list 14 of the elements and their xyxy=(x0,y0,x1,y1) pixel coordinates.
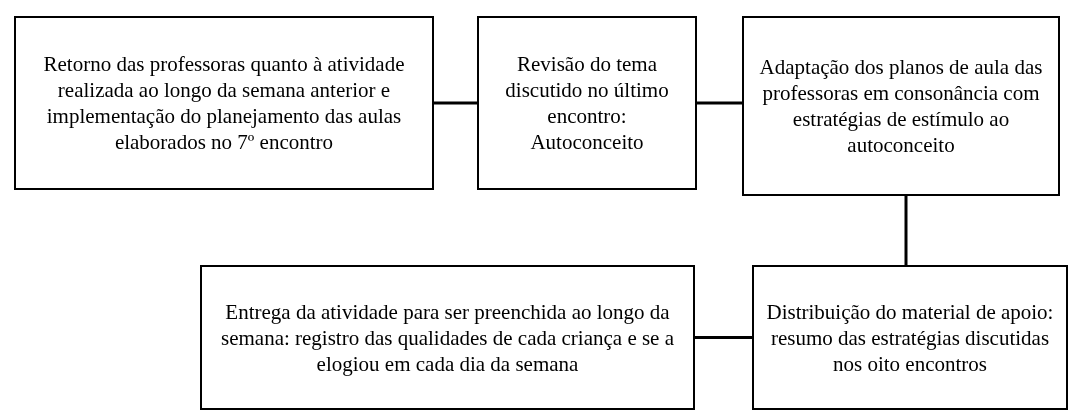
process-box xyxy=(742,16,1060,196)
box-text: Entrega da atividade para ser preenchida ao longo da semana: registro das qualidades de cada criança e se a elogiou em cada dia da semana xyxy=(220,298,675,377)
box-text: Retorno das professoras quanto à atividade realizada ao longo da semana anterior e implementação do planejamento das aulas elaborados no 7º encontro xyxy=(42,51,406,155)
connector-line xyxy=(695,336,752,339)
process-box xyxy=(200,265,695,410)
box-text: Distribuição do material de apoio: resumo das estratégias discutidas nos oito encontros xyxy=(765,298,1055,377)
connector-line xyxy=(697,101,742,105)
box-text: Adaptação dos planos de aula das professoras em consonância com estratégias de estímulo ao autoconceito xyxy=(758,54,1044,158)
process-box xyxy=(14,16,434,190)
process-box xyxy=(477,16,697,190)
connector-line xyxy=(904,196,908,265)
box-text: Revisão do tema discutido no último encontro: Autoconceito xyxy=(504,51,670,155)
connector-line xyxy=(434,101,477,105)
process-box xyxy=(752,265,1068,410)
